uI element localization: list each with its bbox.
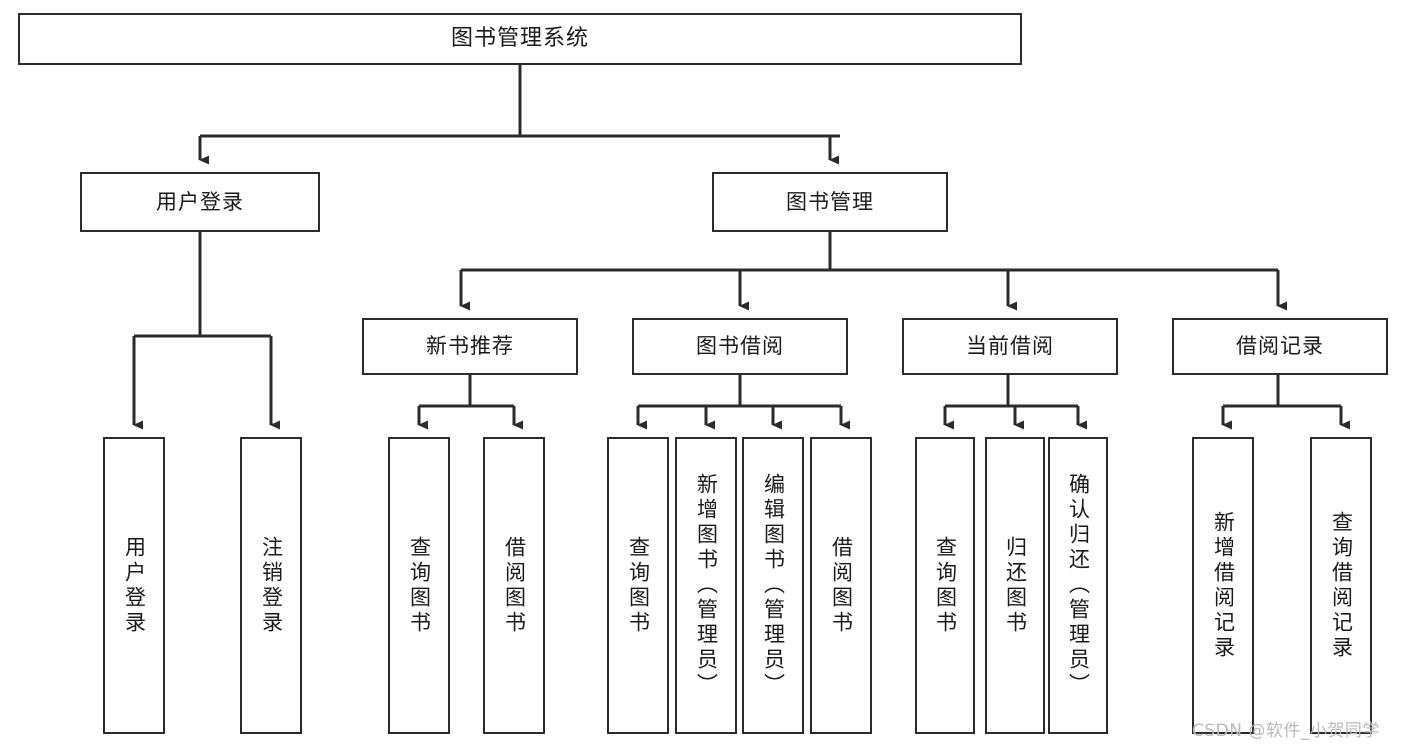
- node-leaf-query-book-cb-label: 查询图书: [933, 535, 958, 636]
- node-leaf-query-book-rec-label: 查询图书: [407, 535, 432, 636]
- node-leaf-borrow-book-bb[interactable]: 借阅图书: [810, 437, 872, 734]
- node-leaf-confirm-return-label: 确认归还（管理员）: [1066, 473, 1091, 698]
- node-leaf-query-book-cb[interactable]: 查询图书: [915, 437, 975, 734]
- node-leaf-user-login-label: 用户登录: [122, 535, 147, 636]
- node-book-borrow-label: 图书借阅: [696, 334, 784, 359]
- node-book-borrow[interactable]: 图书借阅: [632, 318, 848, 375]
- node-borrow-record-label: 借阅记录: [1236, 334, 1324, 359]
- node-leaf-add-book[interactable]: 新增图书（管理员）: [675, 437, 737, 734]
- node-leaf-query-book-rec[interactable]: 查询图书: [388, 437, 450, 734]
- node-leaf-query-book-bb[interactable]: 查询图书: [607, 437, 669, 734]
- node-root-label: 图书管理系统: [450, 26, 589, 52]
- node-new-book-rec-label: 新书推荐: [426, 334, 514, 359]
- node-user-login-label: 用户登录: [156, 189, 244, 214]
- node-leaf-borrow-book-rec-label: 借阅图书: [502, 535, 527, 636]
- node-leaf-user-login[interactable]: 用户登录: [103, 437, 165, 734]
- node-leaf-borrow-book-bb-label: 借阅图书: [829, 535, 854, 636]
- node-borrow-record[interactable]: 借阅记录: [1172, 318, 1388, 375]
- node-leaf-borrow-book-rec[interactable]: 借阅图书: [483, 437, 545, 734]
- node-current-borrow[interactable]: 当前借阅: [902, 318, 1118, 375]
- node-leaf-return-book-label: 归还图书: [1003, 535, 1028, 636]
- node-leaf-query-book-bb-label: 查询图书: [626, 535, 651, 636]
- node-book-manage[interactable]: 图书管理: [712, 172, 948, 232]
- node-new-book-rec[interactable]: 新书推荐: [362, 318, 578, 375]
- node-leaf-add-record[interactable]: 新增借阅记录: [1192, 437, 1254, 734]
- node-leaf-add-record-label: 新增借阅记录: [1211, 510, 1236, 661]
- node-current-borrow-label: 当前借阅: [966, 334, 1054, 359]
- node-leaf-logout[interactable]: 注销登录: [240, 437, 302, 734]
- node-leaf-add-book-label: 新增图书（管理员）: [694, 473, 719, 698]
- node-leaf-query-record[interactable]: 查询借阅记录: [1310, 437, 1372, 734]
- node-book-manage-label: 图书管理: [786, 189, 874, 214]
- node-leaf-edit-book-label: 编辑图书（管理员）: [761, 473, 786, 698]
- node-leaf-return-book[interactable]: 归还图书: [985, 437, 1045, 734]
- csdn-watermark: CSDN @软件_小贺同学: [1192, 721, 1380, 741]
- node-leaf-logout-label: 注销登录: [259, 535, 284, 636]
- node-leaf-query-record-label: 查询借阅记录: [1329, 510, 1354, 661]
- node-user-login[interactable]: 用户登录: [80, 172, 320, 232]
- node-leaf-edit-book[interactable]: 编辑图书（管理员）: [742, 437, 804, 734]
- node-root[interactable]: 图书管理系统: [18, 13, 1022, 65]
- node-leaf-confirm-return[interactable]: 确认归还（管理员）: [1048, 437, 1108, 734]
